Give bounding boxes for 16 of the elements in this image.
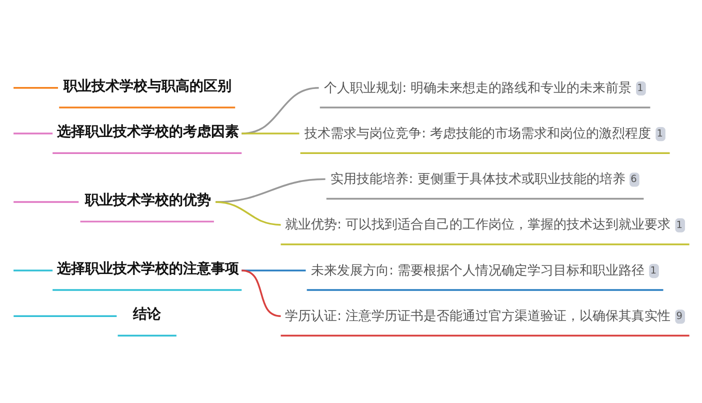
connector bbox=[14, 86, 58, 88]
node-text: 选择职业技术学校的考虑因素 bbox=[56, 124, 239, 140]
connector bbox=[242, 86, 319, 134]
connector bbox=[14, 132, 53, 134]
node-text: 职业技术学校的优势 bbox=[85, 192, 212, 208]
connector bbox=[216, 200, 281, 226]
connector bbox=[14, 314, 117, 316]
node-text: 结论 bbox=[132, 306, 161, 322]
connector bbox=[242, 132, 300, 134]
node-text: 职业技术学校与职高的区别 bbox=[63, 78, 232, 94]
connector bbox=[14, 200, 79, 202]
connector bbox=[242, 269, 306, 271]
connector bbox=[216, 178, 326, 202]
node-text: 选择职业技术学校的注意事项 bbox=[56, 260, 239, 277]
connector bbox=[14, 269, 53, 271]
connector bbox=[242, 269, 281, 316]
